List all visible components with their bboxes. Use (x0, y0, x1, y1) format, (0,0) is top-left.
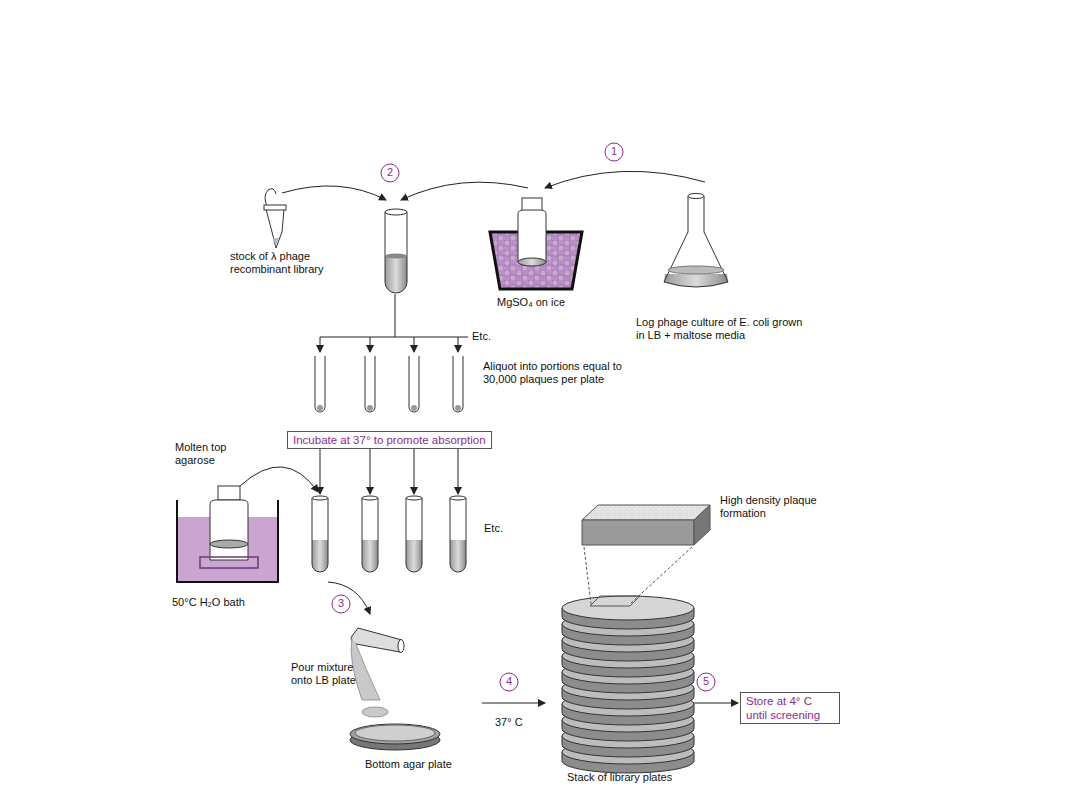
caption-label: Etc. (484, 522, 524, 535)
callout-number: 2 (382, 166, 398, 179)
plate-top (562, 596, 694, 620)
caption-label: Pour mixture onto LB plate (291, 661, 376, 687)
caption-label: Log phage culture of E. coli grown in LB… (636, 316, 806, 342)
caption-label: Etc. (472, 330, 512, 343)
caption-label: Aliquot into portions equal to 30,000 pl… (483, 360, 623, 386)
caption-label: High density plaque formation (720, 494, 830, 520)
callout-number: 5 (698, 675, 714, 688)
caption-label: Bottom agar plate (365, 758, 475, 771)
step-box: Incubate at 37° to promote absorption (287, 431, 492, 449)
callout-number: 3 (333, 597, 349, 610)
callout-number: 4 (501, 675, 517, 688)
callout-number: 1 (606, 145, 622, 158)
step-text: Store at 4° C until screening (746, 694, 834, 722)
caption-label: stock of λ phage recombinant library (230, 250, 345, 276)
step-box: Store at 4° C until screening (740, 692, 840, 724)
caption-label: MgSO₄ on ice (497, 296, 587, 309)
step-text: Incubate at 37° to promote absorption (293, 433, 486, 447)
caption-label: 50°C H₂O bath (172, 596, 272, 609)
caption-label: 37° C (495, 716, 545, 729)
caption-label: Stack of library plates (567, 771, 707, 784)
caption-label: Molten top agarose (175, 441, 245, 467)
